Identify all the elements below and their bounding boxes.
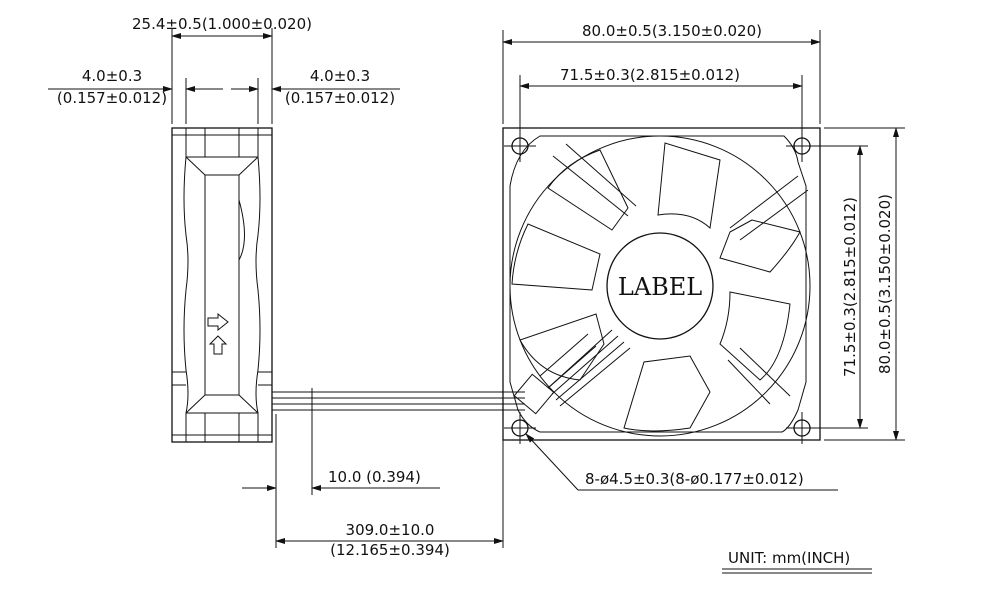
- left-flange-dimension: 4.0±0.3: [82, 67, 142, 85]
- right-flange-dimension: 4.0±0.3: [310, 67, 370, 85]
- unit-note-text: UNIT: mm(INCH): [728, 549, 850, 567]
- overall-height-dimension: 80.0±0.5(3.150±0.020): [876, 194, 894, 374]
- airflow-direction-icon: [207, 312, 229, 332]
- lead-wire-dimensions: 10.0 (0.394) 309.0±10.0 (12.165±0.394): [242, 414, 504, 559]
- hub-label: LABEL: [618, 273, 702, 301]
- side-view: [171, 88, 273, 443]
- thickness-dimension: 25.4±0.5(1.000±0.020): [132, 15, 312, 33]
- lead-wires: [272, 388, 525, 414]
- lead-length-dimension: 309.0±10.0: [346, 521, 435, 539]
- unit-note: UNIT: mm(INCH): [722, 549, 872, 574]
- mounting-holes-dimension: 8-ø4.5±0.3(8-ø0.177±0.012): [585, 470, 804, 488]
- front-view-frame: [502, 127, 821, 441]
- lead-length-dimension-inch: (12.165±0.394): [330, 541, 450, 559]
- overall-width-dimension: 80.0±0.5(3.150±0.020): [582, 22, 762, 40]
- side-view-dimensions: 25.4±0.5(1.000±0.020) 4.0±0.3 (0.157±0.0…: [48, 15, 400, 124]
- strip-length-dimension: 10.0 (0.394): [328, 468, 421, 486]
- rotation-direction-icon: [208, 335, 228, 355]
- front-view: LABEL: [502, 127, 821, 444]
- side-view-frame: [171, 127, 273, 443]
- front-view-dimensions: 80.0±0.5(3.150±0.020) 71.5±0.3(2.815±0.0…: [502, 22, 905, 491]
- right-flange-dimension-inch: (0.157±0.012): [285, 89, 395, 107]
- hole-spacing-height-dimension: 71.5±0.3(2.815±0.012): [841, 197, 859, 377]
- hub: [606, 232, 714, 340]
- hole-spacing-width-dimension: 71.5±0.3(2.815±0.012): [560, 66, 740, 84]
- left-flange-dimension-inch: (0.157±0.012): [57, 89, 167, 107]
